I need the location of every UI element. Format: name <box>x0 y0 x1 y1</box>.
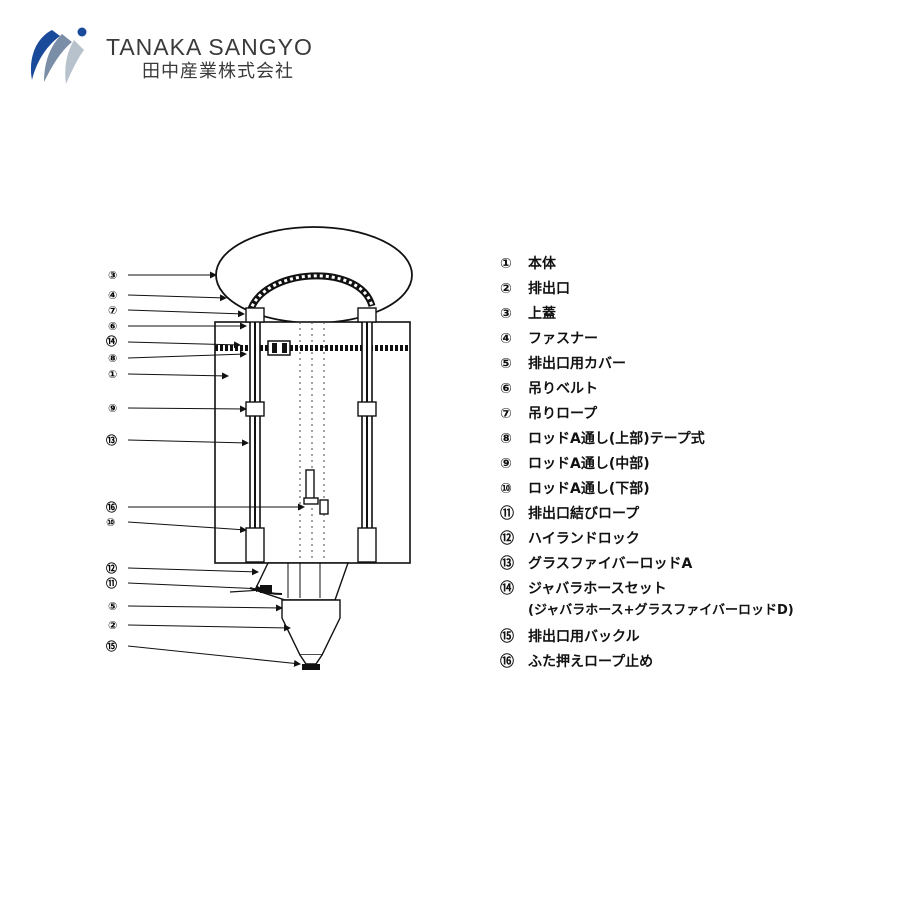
callout-label: ⑯ <box>106 500 117 514</box>
legend-label: 排出口 <box>528 281 570 297</box>
callout-1: ① <box>108 368 229 381</box>
callout-label: ③ <box>108 269 117 282</box>
callout-13: ⑬ <box>106 433 249 447</box>
callout-9: ⑨ <box>108 402 247 415</box>
legend-item: ⑯ ふた押えロープ止め <box>500 650 880 675</box>
callout-label: ⑧ <box>108 352 117 365</box>
tanaka-sangyo-logo-icon <box>30 27 87 84</box>
legend-number: ⑬ <box>500 556 514 572</box>
legend-label: ロッドA通し(上部)テープ式 <box>528 431 705 447</box>
legend-label: ファスナー <box>528 331 598 347</box>
legend-number: ⑨ <box>500 456 512 472</box>
callout-label: ⑭ <box>106 334 117 348</box>
legend-label: ロッドA通し(中部) <box>528 456 650 472</box>
callout-16: ⑯ <box>106 500 305 514</box>
legend-label: 排出口用カバー <box>528 356 626 372</box>
legend-label: ロッドA通し(下部) <box>528 481 650 497</box>
brand-block: TANAKA SANGYO 田中産業株式会社 <box>106 34 313 84</box>
legend-label: ジャバラホースセット <box>528 581 667 597</box>
callout-4: ④ <box>108 289 227 302</box>
legend-item: ② 排出口 <box>500 277 880 302</box>
legend-label: グラスファイバーロッドA <box>528 556 693 572</box>
legend-number: ② <box>500 281 512 297</box>
legend-item: ③ 上蓋 <box>500 302 880 327</box>
callout-label: ① <box>108 368 117 381</box>
callout-label: ⑨ <box>108 402 117 415</box>
callout-12: ⑫ <box>106 561 259 576</box>
callout-5: ⑤ <box>108 600 283 613</box>
callout-label: ⑥ <box>108 320 117 333</box>
callout-10: ⑩ <box>106 516 247 534</box>
callout-label: ⑦ <box>108 304 117 317</box>
legend-number: ⑦ <box>500 406 512 422</box>
discharge-spout <box>281 599 341 656</box>
callout-label: ⑩ <box>106 516 115 529</box>
legend-number: ⑭ <box>500 581 514 597</box>
callout-label: ⑪ <box>106 576 117 590</box>
callout-11: ⑪ <box>106 576 263 593</box>
legend-label: 吊りベルト <box>528 381 598 397</box>
legend-number: ⑫ <box>500 531 514 547</box>
callout-label: ⑮ <box>106 639 117 653</box>
callout-8: ⑧ <box>108 350 247 365</box>
discharge-cover <box>254 562 349 601</box>
parts-legend: ① 本体 ② 排出口 ③ 上蓋 ④ ファスナー ⑤ 排出口用カバー ⑥ 吊りベルト ⑦ 吊りロ… <box>500 252 880 675</box>
callout-15: ⑮ <box>106 639 301 667</box>
legend-label: 上蓋 <box>528 306 556 322</box>
legend-label: ハイランドロック <box>528 531 640 547</box>
callout-6: ⑥ <box>108 320 247 333</box>
legend-item: ⑧ ロッドA通し(上部)テープ式 <box>500 427 880 452</box>
legend-label: 吊りロープ <box>528 406 598 422</box>
legend-item: ⑨ ロッドA通し(中部) <box>500 452 880 477</box>
callout-label: ⑫ <box>106 561 117 575</box>
legend-number: ⑥ <box>500 381 512 397</box>
legend-number: ④ <box>500 331 512 347</box>
legend-label: 排出口結びロープ <box>528 506 640 522</box>
legend-number: ⑤ <box>500 356 512 372</box>
callout-14: ⑭ <box>106 334 241 349</box>
discharge-buckle <box>302 664 320 670</box>
callout-label: ⑤ <box>108 600 117 613</box>
legend-number: ③ <box>500 306 512 322</box>
legend-label: 排出口用バックル <box>528 629 640 645</box>
callout-label: ⑬ <box>106 433 117 447</box>
legend-item: ⑩ ロッドA通し(下部) <box>500 477 880 502</box>
legend-item: ④ ファスナー <box>500 327 880 352</box>
legend-item: ⑫ ハイランドロック <box>500 527 880 552</box>
legend-item: ⑮ 排出口用バックル <box>500 625 880 650</box>
callout-7: ⑦ <box>108 304 245 318</box>
legend-number: ① <box>500 256 512 272</box>
legend-label: ふた押えロープ止め <box>528 654 654 670</box>
brand-name-en: TANAKA SANGYO <box>106 34 313 60</box>
legend-number: ⑩ <box>500 481 512 497</box>
legend-number: ⑪ <box>500 506 514 522</box>
legend-item: ⑦ 吊りロープ <box>500 402 880 427</box>
legend-number: ⑮ <box>500 629 514 645</box>
legend-item: ⑥ 吊りベルト <box>500 377 880 402</box>
legend-item: ⑤ 排出口用カバー <box>500 352 880 377</box>
callout-3: ③ <box>108 269 217 282</box>
legend-item: ⑭ ジャバラホースセット (ジャバラホース+グラスファイバーロッドD) <box>500 577 880 625</box>
callout-label: ② <box>108 619 117 632</box>
legend-number: ⑧ <box>500 431 512 447</box>
callout-label: ④ <box>108 289 117 302</box>
legend-item: ① 本体 <box>500 252 880 277</box>
legend-label: 本体 <box>528 256 556 272</box>
legend-sublabel: (ジャバラホース+グラスファイバーロッドD) <box>528 603 794 618</box>
brand-name-jp: 田中産業株式会社 <box>142 61 294 82</box>
callout-2: ② <box>108 619 291 632</box>
legend-item: ⑪ 排出口結びロープ <box>500 502 880 527</box>
legend-item: ⑬ グラスファイバーロッドA <box>500 552 880 577</box>
legend-number: ⑯ <box>500 654 514 670</box>
